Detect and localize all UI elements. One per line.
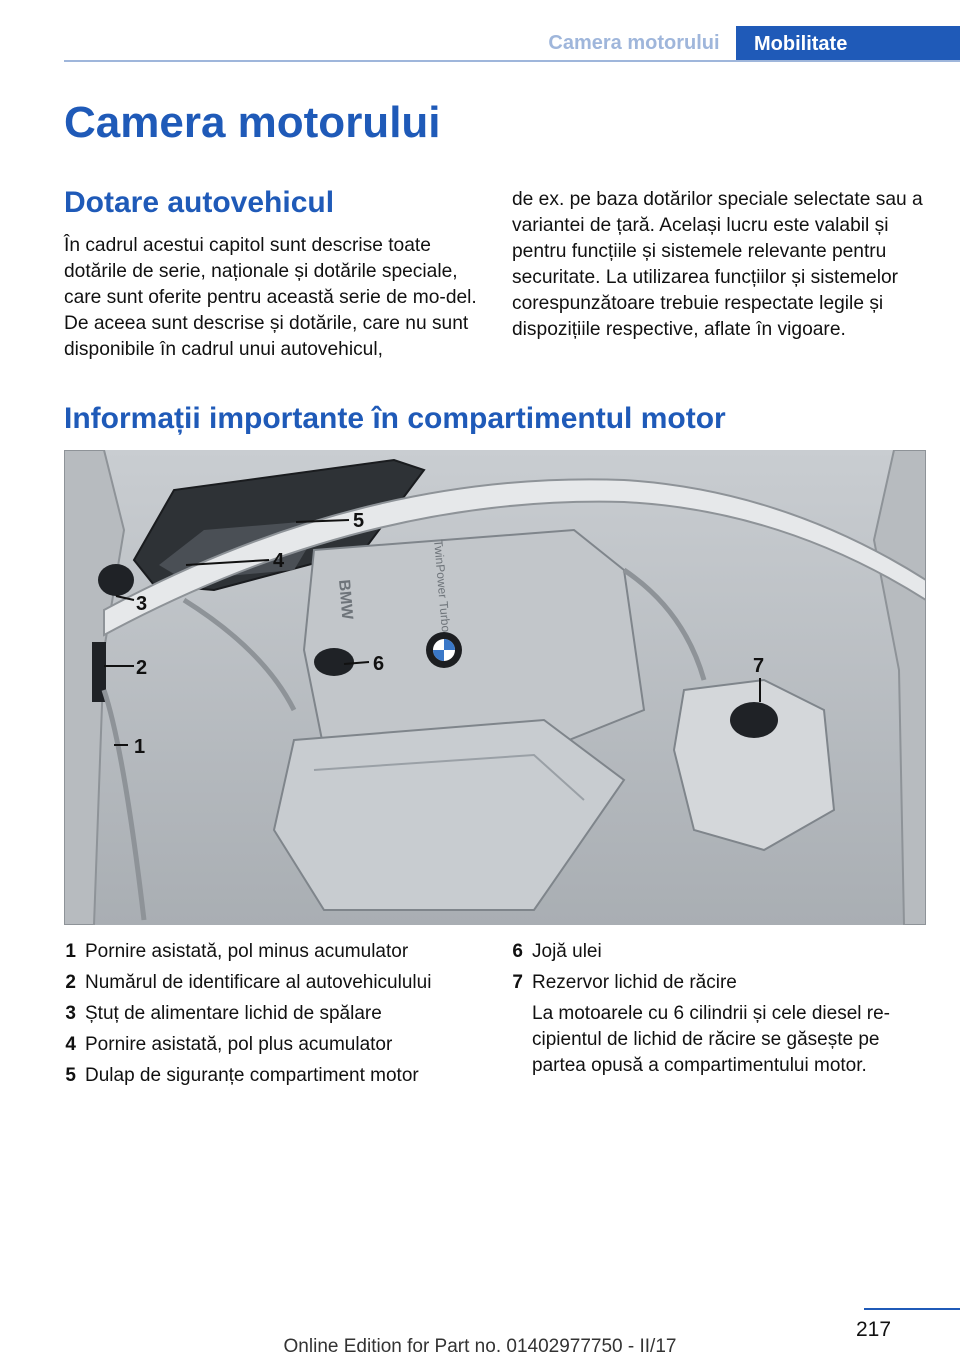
footer-rule (864, 1308, 960, 1310)
engine-compartment-figure: BMW TwinPower Turbo 1 2 3 4 5 6 7 (64, 450, 926, 925)
legend-item: 6 Jojă ulei (497, 936, 927, 967)
legend-note: La motoarele cu 6 cilindrii și cele dies… (532, 1003, 890, 1076)
section-heading-equipment: Dotare autovehicul (64, 186, 335, 219)
legend-item: 7 Rezervor lichid de răcire (497, 967, 927, 998)
legend-number: 1 (65, 941, 76, 962)
header-rule (64, 60, 960, 62)
header-chapter-tab: Mobilitate (736, 26, 960, 62)
legend-text: Jojă ulei (532, 941, 602, 962)
engine-logo-text: BMW (335, 579, 355, 621)
legend-item: 3 Ștuț de alimentare lichid de spălare (50, 998, 480, 1029)
edition-line: Online Edition for Part no. 01402977750 … (283, 1336, 677, 1357)
callout-7: 7 (753, 655, 764, 677)
callout-2: 2 (136, 657, 147, 679)
legend-number: 4 (65, 1034, 76, 1055)
page-title: Camera motorului (64, 98, 441, 147)
legend-right: 6 Jojă ulei 7 Rezervor lichid de răcire … (497, 936, 927, 1082)
legend-text: Pornire asistată, pol plus acumulator (85, 1034, 393, 1055)
equipment-paragraph-col2: de ex. pe baza dotărilor speciale select… (512, 189, 923, 340)
callout-1: 1 (134, 736, 145, 758)
legend-item: 4 Pornire asistată, pol plus acumulator (50, 1029, 480, 1060)
legend-item: 2 Numărul de identificare al autovehicul… (50, 967, 480, 998)
legend-item: 5 Dulap de siguranțe compartiment motor (50, 1060, 480, 1091)
legend-note-row: La motoarele cu 6 cilindrii și cele dies… (497, 998, 927, 1082)
callout-5: 5 (353, 510, 364, 532)
section-heading-important: Informații importante în compartimentul … (64, 402, 726, 435)
equipment-paragraph-col1: În cadrul acestui capitol sunt descrise … (64, 235, 477, 360)
legend-number: 5 (65, 1065, 76, 1086)
page-number: 217 (856, 1318, 892, 1341)
legend-text: Rezervor lichid de răcire (532, 972, 737, 993)
callout-3: 3 (136, 593, 147, 615)
legend-number: 7 (512, 972, 523, 993)
legend-text: Pornire asistată, pol minus acumulator (85, 941, 409, 962)
legend-item: 1 Pornire asistată, pol minus acumulator (50, 936, 480, 967)
callout-6: 6 (373, 653, 384, 675)
legend-text: Dulap de siguranțe compartiment motor (85, 1065, 419, 1086)
header-section-tab: Camera motorului (548, 32, 720, 54)
legend-number: 2 (65, 972, 76, 993)
legend-number: 6 (512, 941, 523, 962)
legend-text: Numărul de identificare al autovehiculul… (85, 972, 432, 993)
callout-4: 4 (273, 550, 285, 572)
legend-text: Ștuț de alimentare lichid de spălare (85, 1003, 382, 1024)
legend-number: 3 (65, 1003, 76, 1024)
legend-left: 1 Pornire asistată, pol minus acumulator… (50, 936, 480, 1091)
